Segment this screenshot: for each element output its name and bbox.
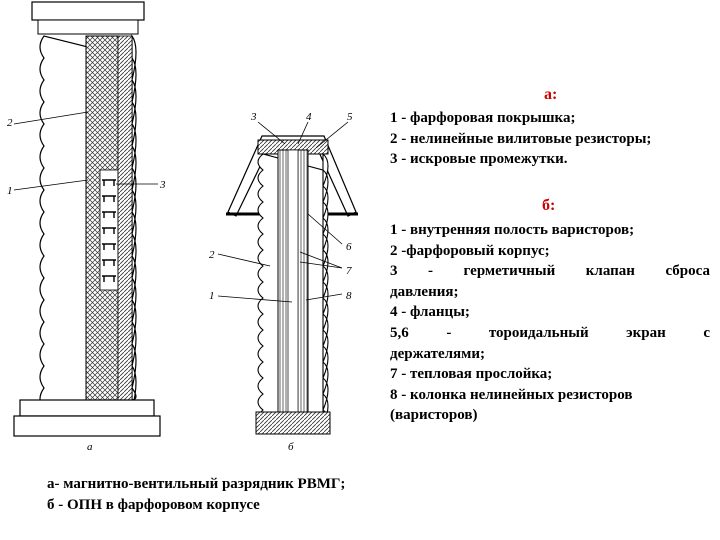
figure-b-opn: 3 4 5 6 2 7 1 8 б	[209, 111, 358, 453]
callout-b-2: 2	[209, 249, 215, 261]
spark-gap-marker	[102, 195, 116, 202]
callout-b-1-line	[217, 295, 293, 303]
figure-a-housing-wall	[117, 35, 133, 415]
legend-b-item-1: 1 - внутренняя полость варисторов;	[390, 222, 635, 238]
callout-b-3-line	[257, 121, 286, 145]
legend-b-item-7-cont: (варисторов)	[390, 407, 478, 424]
callout-a-1-line	[13, 179, 89, 191]
legend-b-item-4: 4 - фланцы;	[390, 304, 470, 321]
legend-b-item-6: 7 - тепловая прослойка;	[390, 366, 553, 383]
callout-b-5: 5	[347, 111, 353, 123]
callout-b-2-line	[217, 253, 271, 267]
callout-b-6: 6	[346, 241, 352, 253]
figure-b-bottom-flange	[255, 411, 331, 435]
legend-a-item-2: 2 - нелинейные вилитовые резисторы;	[390, 130, 652, 147]
figure-b-inner-cavity	[287, 149, 299, 413]
callout-a-3: 3	[159, 179, 166, 191]
legend-b-item-3: 3 - герметичный клапан сброса	[390, 263, 710, 280]
figure-a-spark-gaps	[102, 179, 116, 282]
callout-b-4: 4	[306, 111, 312, 123]
callout-b-7: 7	[346, 265, 352, 277]
legend-b-item-3-cont: давления;	[390, 283, 459, 300]
callout-b-7-line-1	[299, 251, 343, 269]
spark-gap-marker	[102, 179, 116, 186]
callout-b-5-line	[315, 121, 349, 149]
callout-b-4-line	[297, 121, 309, 145]
figure-a-sublabel: а	[87, 441, 93, 453]
figure-a-base-flange	[13, 415, 161, 437]
spark-gap-marker	[102, 259, 116, 266]
figure-a-gap-stack	[99, 169, 119, 291]
caption-line-2: б - ОПН в фарфоровом корпусе	[47, 497, 260, 513]
spark-gap-marker	[102, 227, 116, 234]
legend-b-item-2: 2 -фарфоровый корпус;	[390, 242, 550, 259]
callout-a-1: 1	[7, 185, 13, 197]
legend-a-title: а:	[544, 86, 558, 103]
legend-b-item-5: 5,6 - тороидальный экран с	[390, 324, 710, 341]
callout-b-7-line-2	[299, 261, 343, 269]
legend-a-item-3: 3 - искровые промежутки.	[390, 151, 568, 168]
figure-caption: а- магнитно-вентильный разрядник РВМГ; б…	[47, 474, 345, 516]
figure-a-base	[19, 399, 155, 417]
legend-a: 1 - фарфоровая покрышка; 2 - нелинейные …	[390, 108, 710, 170]
spark-gap-marker	[102, 243, 116, 250]
legend-b-title: б:	[542, 197, 556, 214]
legend-b-item-5-cont: держателями;	[390, 345, 485, 362]
figure-a-top-cap	[31, 1, 145, 21]
spark-gap-marker	[102, 211, 116, 218]
legend-b: 1 - внутренняя полость варисторов; 2 -фа…	[390, 220, 710, 426]
callout-a-2-line	[13, 111, 89, 125]
figure-b-sublabel: б	[288, 441, 294, 453]
callout-b-8-line	[305, 293, 343, 301]
callout-b-3: 3	[250, 111, 257, 123]
legend-a-item-1: 1 - фарфоровая покрышка;	[390, 110, 576, 126]
callout-b-1: 1	[209, 290, 215, 302]
figure-a-cap-collar	[37, 19, 139, 35]
callout-a-2: 2	[7, 117, 13, 129]
callout-b-6-line	[307, 213, 343, 245]
spark-gap-marker	[102, 275, 116, 282]
caption-line-1: а- магнитно-вентильный разрядник РВМГ;	[47, 476, 346, 492]
legend-b-item-7: 8 - колонка нелинейных резисторов	[390, 386, 633, 403]
callout-b-8: 8	[346, 290, 352, 302]
figure-a-rvmg: 2 1 3 а	[7, 1, 166, 453]
